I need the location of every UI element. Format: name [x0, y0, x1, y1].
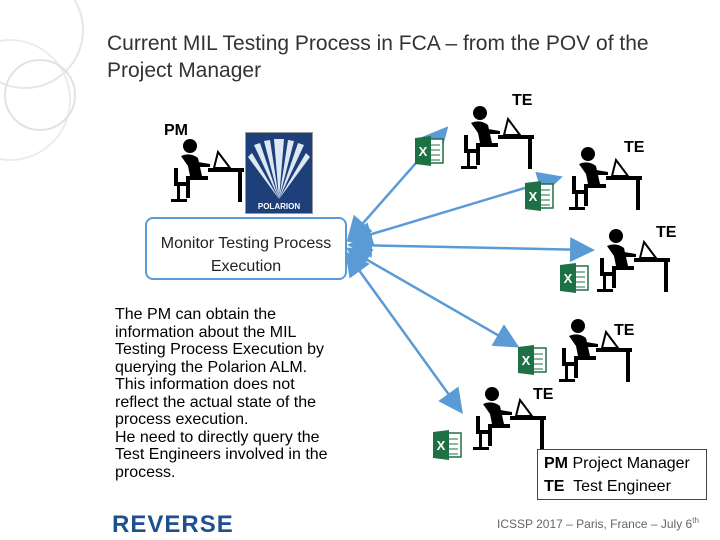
arrow-to-te-2	[347, 171, 563, 247]
te-label-1: TE	[512, 92, 533, 109]
test-engineer-icon-1	[460, 105, 535, 170]
legend-pm-abbr: PM	[544, 455, 568, 472]
background-circles-decoration	[0, 0, 84, 161]
legend-te-text: Test Engineer	[573, 478, 671, 495]
project-manager-icon	[170, 138, 245, 203]
footer-suffix: th	[692, 516, 699, 525]
description-paragraph-1: The PM can obtain the information about …	[115, 306, 324, 376]
description-text: The PM can obtain the information about …	[115, 306, 335, 481]
te-label-2: TE	[624, 139, 645, 156]
arrow-to-te-4	[345, 247, 520, 348]
footer-main: ICSSP 2017 – Paris, France – July 6	[497, 517, 693, 531]
monitor-testing-process-box: Monitor Testing Process Execution	[145, 217, 347, 280]
footer-text: ICSSP 2017 – Paris, France – July 6th	[497, 516, 699, 531]
arrow-to-te-3	[347, 232, 595, 263]
polarion-logo-text: POLARION	[257, 202, 301, 211]
te-label-5: TE	[533, 386, 554, 403]
slide-title: Current MIL Testing Process in FCA – fro…	[107, 32, 649, 82]
excel-icon-1	[415, 136, 444, 166]
polarion-sunburst-icon	[248, 139, 310, 199]
legend-pm-row: PM Project Manager	[544, 452, 706, 475]
test-engineer-icon-2	[568, 146, 643, 211]
description-paragraph-3: He need to directly query the Test Engin…	[115, 428, 328, 481]
excel-icon-5	[433, 430, 462, 460]
legend-te-row: TE Test Engineer	[544, 475, 706, 498]
legend-box: PM Project Manager TE Test Engineer	[537, 449, 707, 500]
te-label-4: TE	[614, 322, 635, 339]
excel-icon-3	[560, 263, 589, 293]
test-engineer-icon-4	[558, 318, 633, 383]
te-label-3: TE	[656, 224, 677, 241]
reverse-logo-text: REVERSE	[112, 511, 232, 538]
excel-icon-2	[525, 181, 554, 211]
test-engineer-icon-3	[596, 228, 671, 293]
pm-label: PM	[164, 122, 188, 139]
description-paragraph-2: This information does not reflect the ac…	[115, 376, 317, 428]
test-engineer-icon-5	[472, 386, 547, 451]
reverse-logo: REVERSE	[112, 511, 232, 538]
legend-te-abbr: TE	[544, 478, 565, 495]
legend-pm-text: Project Manager	[572, 455, 690, 472]
arrow-to-te-5	[345, 250, 463, 415]
excel-icon-4	[518, 345, 547, 375]
polarion-logo: POLARION	[245, 132, 313, 214]
